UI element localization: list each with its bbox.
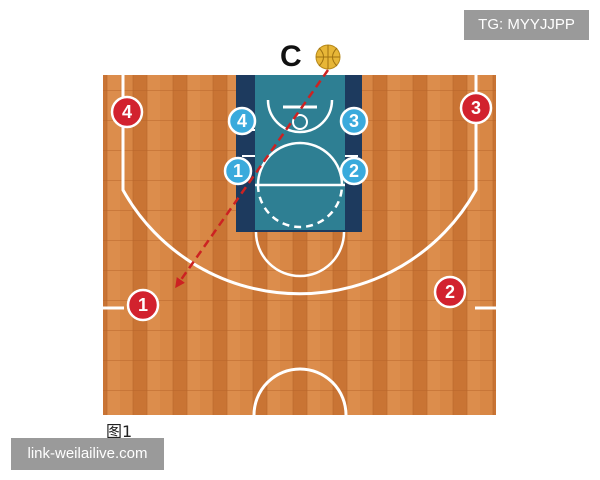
svg-text:2: 2 xyxy=(349,161,359,181)
svg-text:1: 1 xyxy=(233,161,243,181)
red-player-4: 4 xyxy=(110,95,144,129)
blue-player-2: 2 xyxy=(339,156,369,186)
svg-text:1: 1 xyxy=(138,295,148,315)
red-player-1: 1 xyxy=(126,288,160,322)
red-player-3: 3 xyxy=(459,91,493,125)
pass-arrow xyxy=(175,69,330,289)
restricted-area-arc xyxy=(266,99,334,134)
center-circle xyxy=(252,367,348,416)
paint-area xyxy=(255,75,345,230)
svg-text:4: 4 xyxy=(237,111,247,131)
blue-player-4: 4 xyxy=(227,106,257,136)
basketball-icon xyxy=(315,44,341,70)
red-player-2: 2 xyxy=(433,275,467,309)
three-point-line xyxy=(121,75,478,296)
figure-caption: 图1 xyxy=(106,422,133,441)
site-watermark: link-weilailive.com xyxy=(11,438,164,470)
svg-text:3: 3 xyxy=(471,98,481,118)
svg-text:4: 4 xyxy=(122,102,132,122)
svg-text:2: 2 xyxy=(445,282,455,302)
coach-label: C xyxy=(280,40,302,73)
free-throw-circle-dashed xyxy=(256,184,344,229)
svg-text:3: 3 xyxy=(349,111,359,131)
blue-player-3: 3 xyxy=(339,106,369,136)
free-throw-circle-bottom xyxy=(254,231,346,278)
blue-player-1: 1 xyxy=(223,156,253,186)
free-throw-circle-top xyxy=(256,141,344,186)
telegram-watermark: TG: MYYJJPP xyxy=(464,10,589,40)
hoop xyxy=(292,114,308,130)
